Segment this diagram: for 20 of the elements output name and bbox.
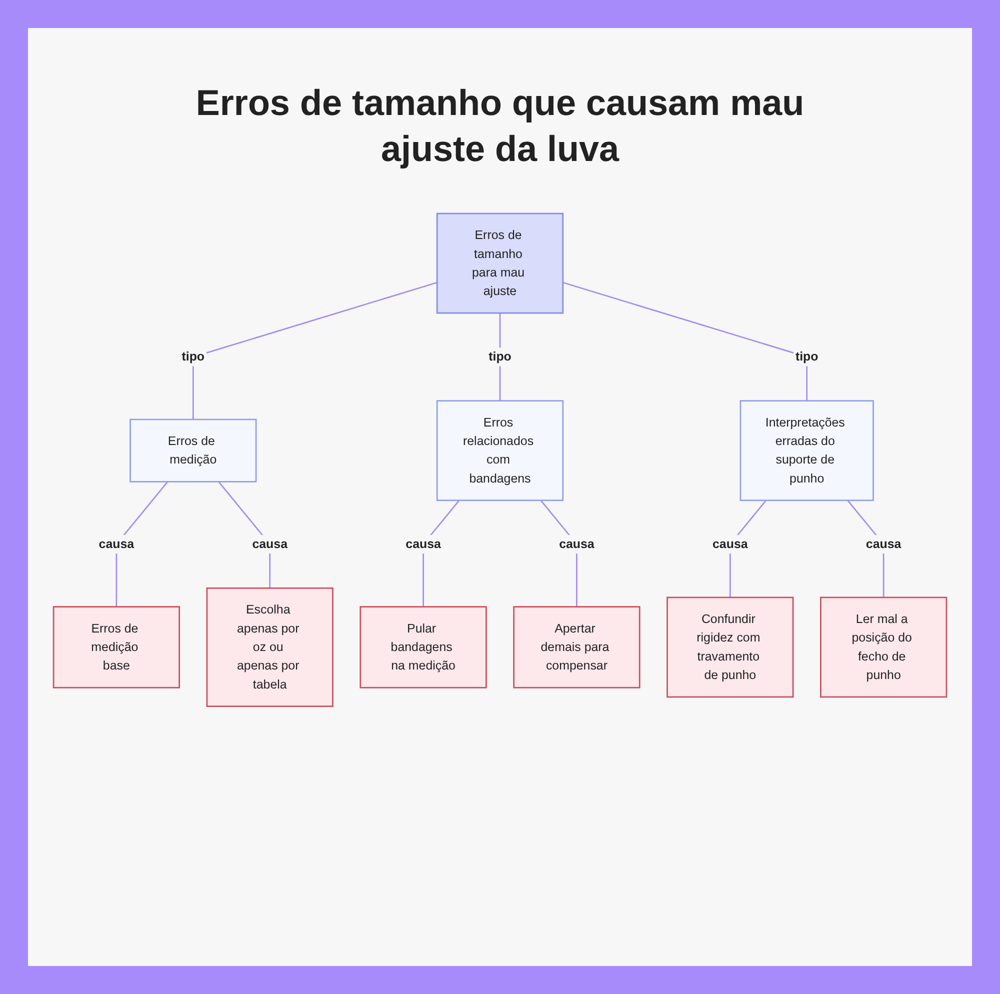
process-box: Apertar demais para compensar — [513, 606, 640, 688]
process-box: Escolha apenas por oz ou apenas por tabela — [206, 587, 334, 707]
process-box: Ler mal a posição do fecho de punho — [820, 596, 948, 698]
process-box: Erros de tamanho para mau ajuste — [436, 212, 564, 314]
edge-label: tipo — [486, 348, 514, 366]
edge-label: causa — [557, 534, 596, 554]
diagram-title: Erros de tamanho que causam mau ajuste da luva — [194, 81, 806, 171]
edge-label: causa — [96, 534, 136, 554]
edge-label: causa — [404, 534, 443, 554]
process-box: Erros de medição — [130, 418, 257, 482]
connector-line — [562, 282, 808, 401]
process-box: Erros de medição base — [52, 606, 180, 688]
process-box: Pular bandagens na medição — [360, 606, 487, 688]
edge-label: causa — [710, 534, 750, 554]
edge-label: causa — [250, 534, 290, 554]
process-box: Interpretações erradas do suporte de punho — [740, 400, 874, 502]
edge-label: causa — [864, 534, 904, 554]
process-box: Confundir rigidez com travamento de punho — [666, 596, 794, 698]
connector-line — [192, 282, 438, 420]
process-box: Erros relacionados com bandagens — [436, 400, 564, 502]
